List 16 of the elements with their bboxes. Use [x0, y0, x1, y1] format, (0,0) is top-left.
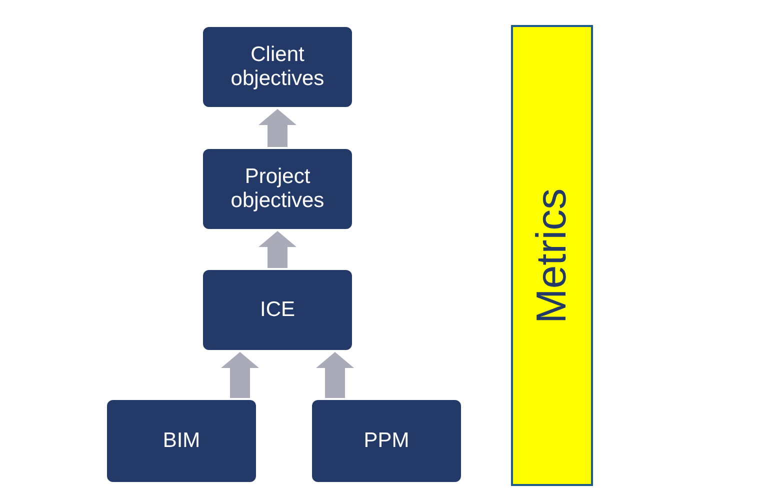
process-box — [203, 149, 352, 229]
node-label: BIM — [162, 429, 200, 453]
process-box — [312, 400, 461, 482]
node-label: Project objectives — [230, 165, 326, 213]
block-arrow — [258, 231, 296, 268]
process-box — [203, 270, 352, 350]
process-box — [203, 27, 352, 107]
node-label: PPM — [364, 429, 410, 453]
block-arrow — [316, 352, 354, 398]
metrics-bar — [511, 25, 593, 486]
node-label: Client objectives — [230, 43, 326, 91]
process-box — [107, 400, 256, 482]
node-label: ICE — [260, 298, 295, 322]
node-label: Metrics — [528, 188, 576, 324]
block-arrow — [221, 352, 259, 398]
block-arrow — [258, 109, 296, 147]
